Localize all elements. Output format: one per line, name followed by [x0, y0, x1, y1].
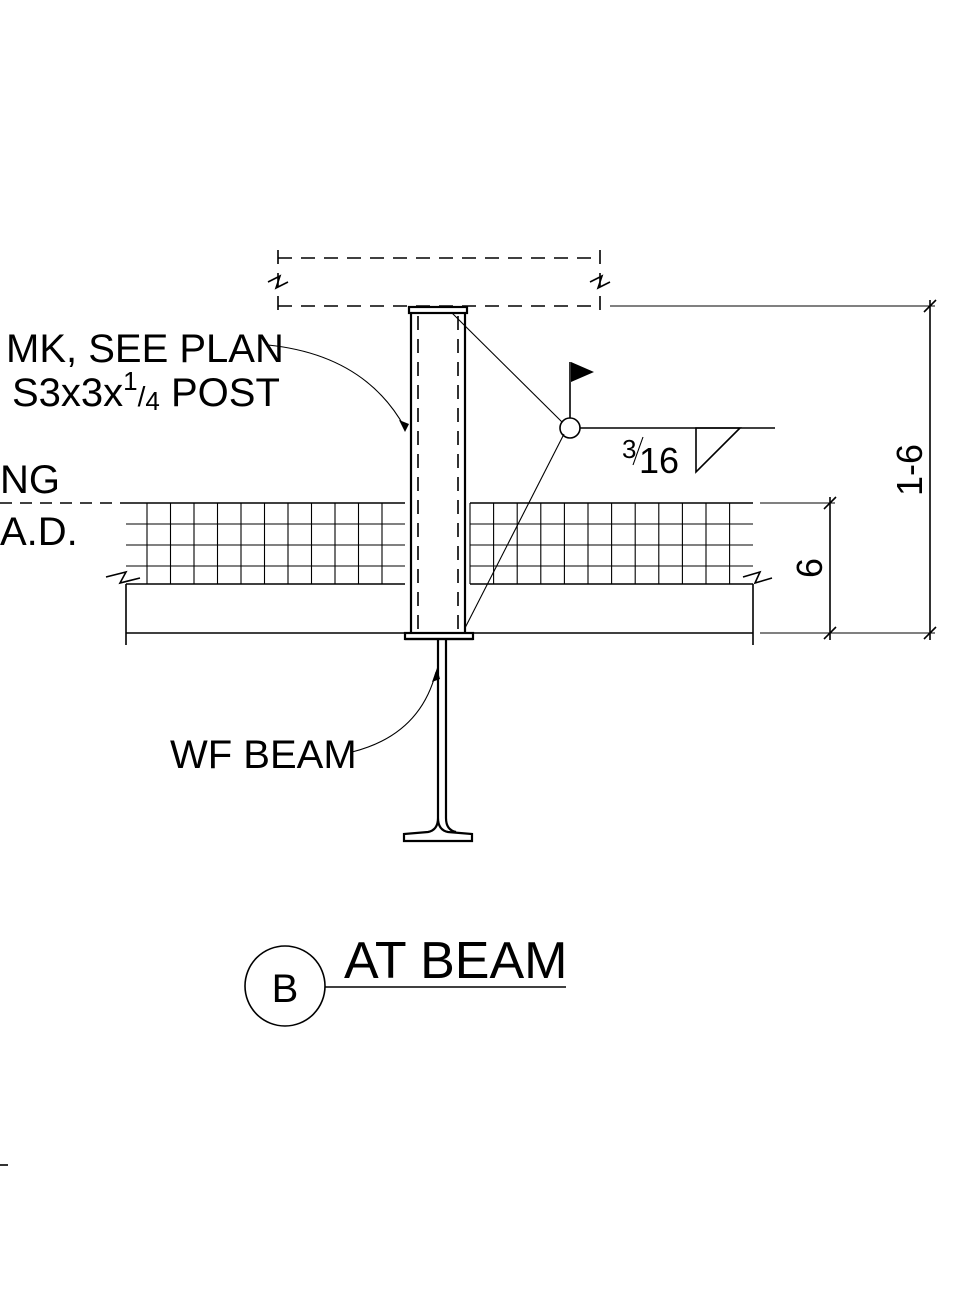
dimension-grating: 6	[789, 496, 837, 640]
top-rail-dashed	[267, 250, 611, 312]
wf-beam	[402, 637, 474, 843]
grating-label-partial-2: A.D.	[0, 510, 78, 554]
post-leader	[267, 344, 409, 432]
detail-title-block: B AT BEAM	[244, 932, 567, 1027]
post-size-label: S3x3x1/4 POST	[12, 366, 280, 416]
dim-grating-label: 6	[789, 558, 830, 578]
detail-marker: B	[272, 967, 299, 1011]
dim-overall-label: 1-6	[889, 444, 930, 496]
mk-see-plan-label: MK, SEE PLAN	[6, 327, 284, 371]
grating-label-partial: NG	[0, 458, 60, 502]
hss-post	[403, 305, 475, 641]
weld-size-num: 3	[622, 434, 636, 464]
field-weld-flag-icon	[571, 362, 594, 382]
grating-left	[0, 502, 410, 645]
weld-size-den: 16	[639, 440, 679, 481]
grating-right	[468, 502, 935, 645]
dimension-overall: 1-6	[889, 299, 937, 640]
beam-leader	[351, 668, 440, 753]
detail-title: AT BEAM	[344, 932, 567, 990]
weld-symbol: 3 16	[451, 312, 775, 629]
wf-beam-label: WF BEAM	[170, 733, 357, 777]
